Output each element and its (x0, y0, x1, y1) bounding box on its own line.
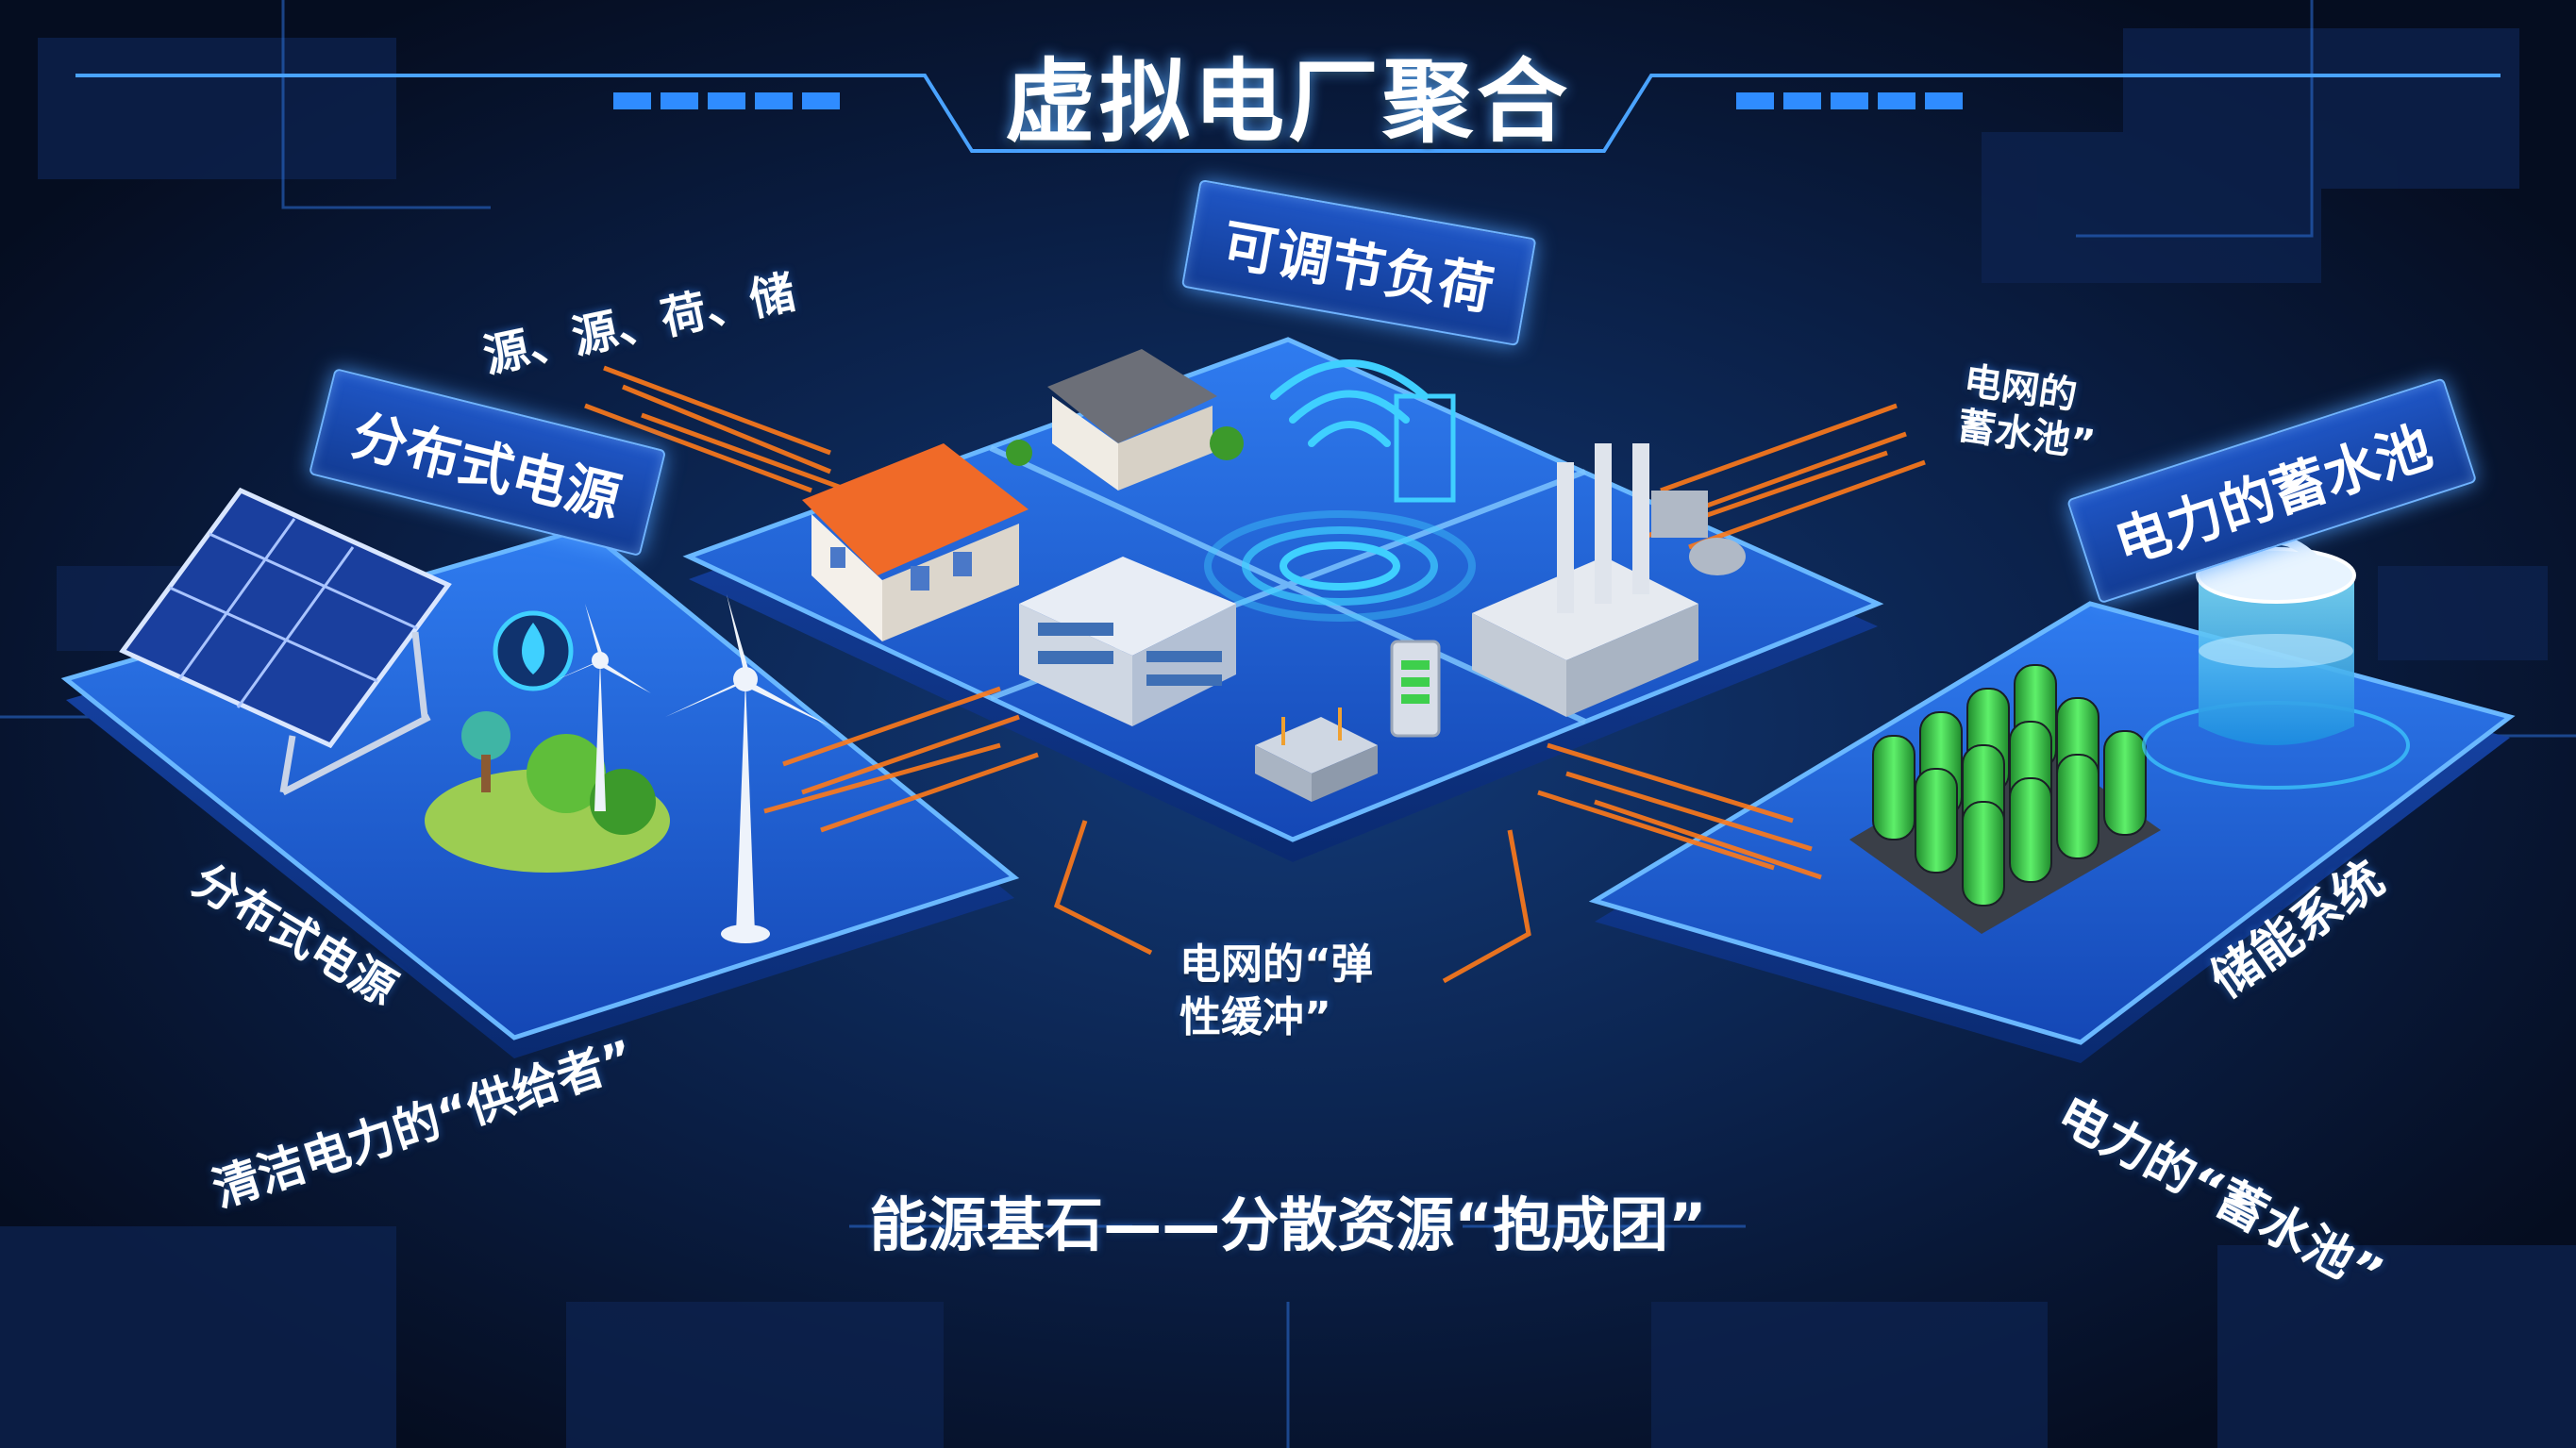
battery-icon (1390, 640, 1441, 738)
tree-icon (425, 711, 670, 873)
wifi-signal-icon (1204, 359, 1476, 622)
flame-icon (493, 610, 574, 691)
page-subtitle: 能源基石——分散资源“抱成团” (869, 1190, 1707, 1259)
solar-panel-icon (119, 487, 452, 796)
energy-flow-lines (584, 365, 1926, 984)
factory-icon (1472, 443, 1746, 717)
transformer-icon (1255, 707, 1378, 802)
grid-buffer-label: 电网的“弹 性缓冲” (1179, 940, 1373, 1041)
title-decoration (75, 74, 2501, 154)
battery-array (1849, 664, 2161, 934)
circuit-blocks (0, 28, 2576, 1448)
grid-reservoir-label: 电网的 蓄水池” (1954, 358, 2099, 467)
wind-turbine-icon (547, 594, 830, 943)
page-title: 虚拟电厂聚合 (1005, 49, 1571, 155)
house-icon (802, 349, 1244, 641)
office-building-icon (1019, 557, 1236, 726)
